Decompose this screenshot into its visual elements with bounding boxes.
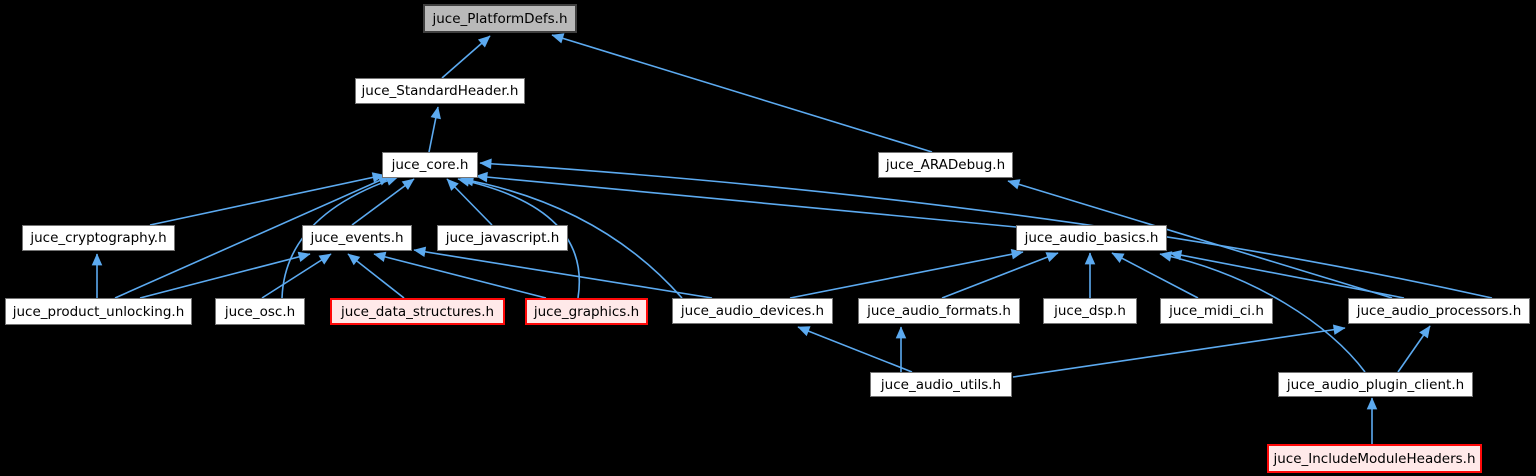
graph-node-audio-formats[interactable]: juce_audio_formats.h: [858, 298, 1020, 324]
include-edge: [373, 251, 547, 299]
include-edge: [797, 326, 913, 373]
include-edge: [1111, 252, 1199, 299]
graph-node-osc[interactable]: juce_osc.h: [215, 298, 305, 325]
include-edge: [1169, 249, 1405, 299]
include-edge: [413, 246, 713, 299]
include-edge: [1159, 251, 1366, 373]
include-edge: [479, 158, 1493, 299]
graph-node-audio-processors[interactable]: juce_audio_processors.h: [1348, 298, 1530, 324]
include-edge: [114, 175, 391, 299]
include-edge: [347, 253, 405, 299]
graph-node-javascript[interactable]: juce_javascript.h: [437, 225, 568, 251]
include-edge: [261, 253, 332, 299]
graph-node-product-unlocking[interactable]: juce_product_unlocking.h: [5, 298, 192, 325]
graph-node-platformdefs: juce_PlatformDefs.h: [423, 4, 577, 33]
graph-node-cryptography[interactable]: juce_cryptography.h: [22, 225, 175, 251]
graph-node-graphics[interactable]: juce_graphics.h: [525, 298, 648, 325]
include-edge: [149, 172, 385, 226]
graph-node-audio-utils[interactable]: juce_audio_utils.h: [870, 372, 1012, 397]
include-edge: [1397, 325, 1431, 373]
graph-node-aradebug[interactable]: juce_ARADebug.h: [878, 152, 1013, 178]
include-edge: [428, 106, 441, 153]
include-edge: [446, 178, 493, 226]
include-edge: [1012, 324, 1346, 378]
graph-node-audio-devices[interactable]: juce_audio_devices.h: [672, 298, 833, 324]
graph-node-dsp[interactable]: juce_dsp.h: [1043, 298, 1137, 324]
include-edge: [139, 251, 311, 299]
graph-node-standardheader[interactable]: juce_StandardHeader.h: [355, 78, 525, 104]
graph-node-audio-plugin-client[interactable]: juce_audio_plugin_client.h: [1278, 372, 1473, 397]
graph-node-events[interactable]: juce_events.h: [302, 225, 412, 251]
graph-node-data-structures[interactable]: juce_data_structures.h: [330, 298, 505, 325]
graph-node-audio-basics[interactable]: juce_audio_basics.h: [1016, 225, 1167, 251]
include-edge: [941, 252, 1059, 299]
graph-node-include-module-headers[interactable]: juce_IncludeModuleHeaders.h: [1267, 444, 1482, 473]
include-edge: [441, 35, 491, 79]
include-edge: [1007, 179, 1393, 299]
include-edge: [351, 178, 415, 226]
include-edge: [551, 33, 933, 153]
include-edge: [789, 249, 1024, 299]
graph-node-core[interactable]: juce_core.h: [382, 152, 478, 178]
include-edge: [461, 175, 683, 299]
include-edge: [475, 171, 1017, 228]
graph-node-midi-ci[interactable]: juce_midi_ci.h: [1160, 298, 1273, 324]
